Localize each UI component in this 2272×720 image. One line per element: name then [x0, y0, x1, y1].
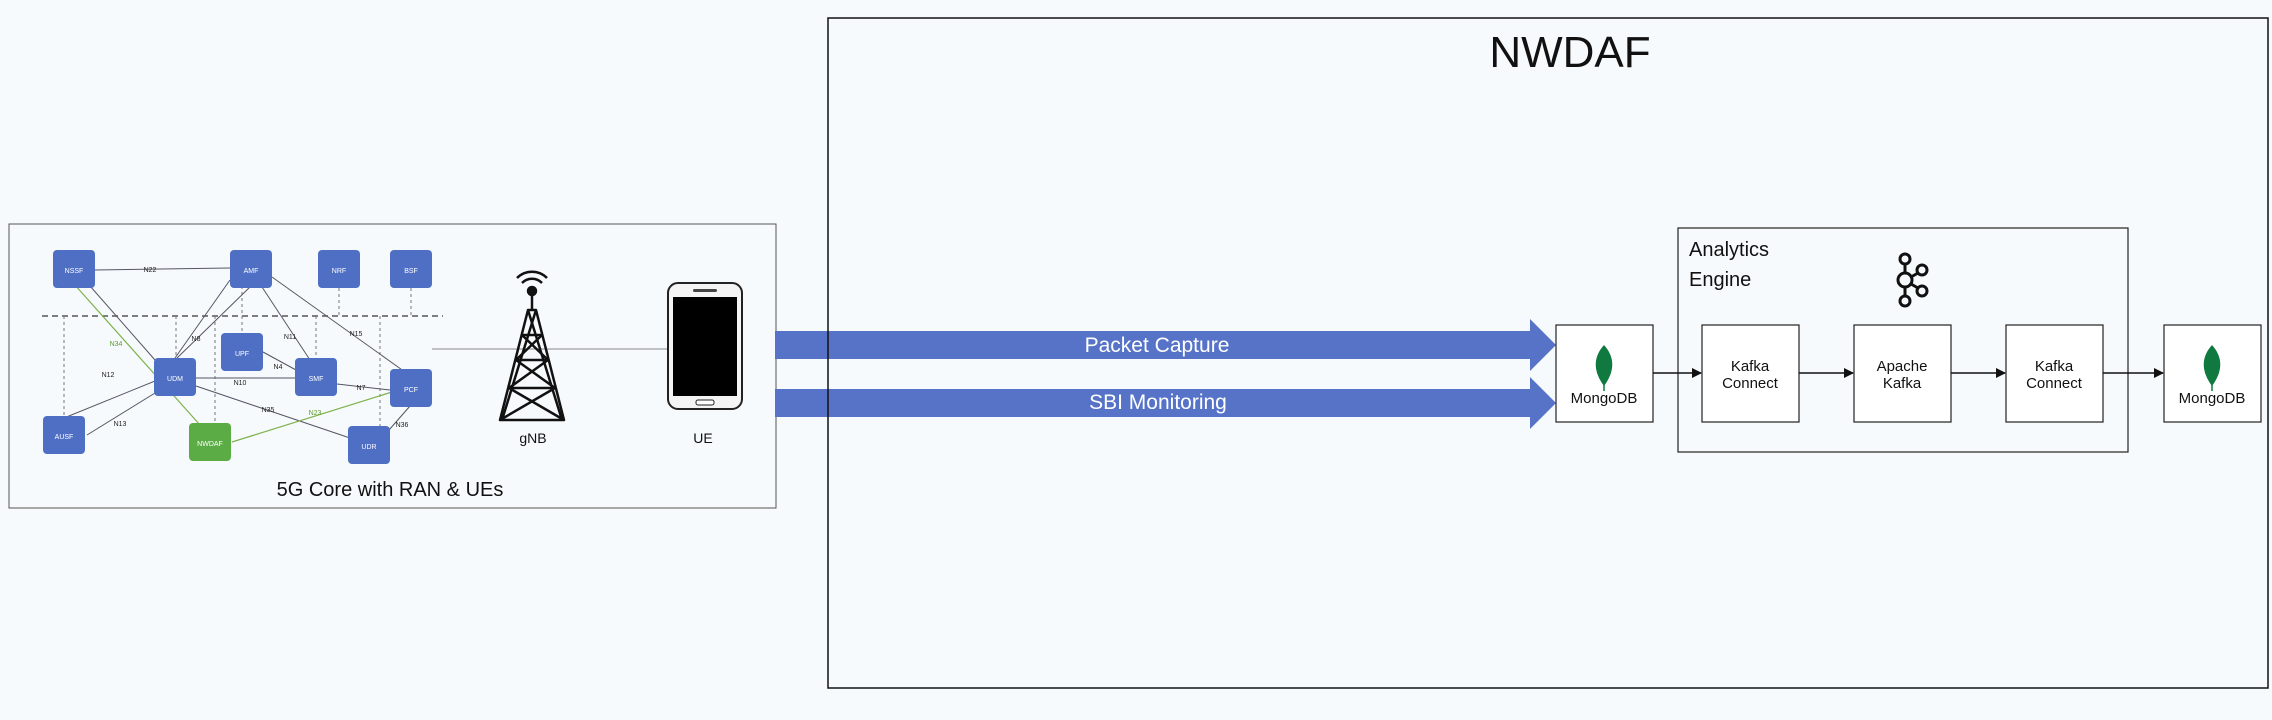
label-n23: N23 — [309, 410, 322, 417]
nf-nwdaf-label: NWDAF — [197, 441, 223, 448]
mongodb-leaf-icon — [1595, 345, 1613, 386]
core-links — [63, 267, 668, 439]
nf-udr[interactable]: UDR — [348, 426, 390, 464]
label-n22: N22 — [144, 267, 157, 274]
label-n13: N13 — [114, 421, 127, 428]
nwdaf-panel: NWDAF Analytics Engine MongoDB Kafka — [827, 17, 2269, 689]
link-n23 — [231, 391, 393, 443]
link-n11 — [261, 286, 311, 361]
nf-nrf[interactable]: NRF — [318, 250, 360, 288]
link-n13 — [86, 392, 156, 436]
nf-amf-label: AMF — [244, 268, 259, 275]
gnb-tower-icon — [498, 270, 566, 422]
core-panel: NSSF AMF NRF BSF UPF UDM SMF PCF — [8, 223, 777, 509]
kafka-connect-sink-label-1: Kafka — [2035, 358, 2074, 375]
label-n8: N8 — [192, 336, 201, 343]
sbi-monitoring-arrow — [775, 377, 1556, 429]
nf-ausf-label: AUSF — [55, 434, 74, 441]
apache-kafka-box[interactable]: Apache Kafka — [1853, 324, 1952, 423]
gnb-label: gNB — [519, 430, 546, 446]
nf-udm-label: UDM — [167, 376, 183, 383]
link-n12 — [63, 380, 156, 419]
label-n12: N12 — [102, 372, 115, 379]
core-panel-caption: 5G Core with RAN & UEs — [277, 479, 504, 501]
kafka-logo-icon — [1896, 252, 1929, 308]
analytics-engine-label-line2: Engine — [1689, 269, 1751, 291]
kafka-connect-source-label-1: Kafka — [1731, 358, 1770, 375]
core-dashed-verticals — [63, 280, 412, 428]
link-amf-udm — [174, 279, 231, 359]
nwdaf-title: NWDAF — [1489, 28, 1650, 77]
core-nwdaf-links — [73, 283, 393, 443]
link-n22 — [94, 267, 231, 271]
nf-bsf-label: BSF — [404, 268, 418, 275]
nf-udr-label: UDR — [361, 444, 376, 451]
nf-bsf[interactable]: BSF — [390, 250, 432, 288]
apache-kafka-label-2: Kafka — [1883, 375, 1922, 392]
mongodb-output-leaf-icon — [2203, 345, 2221, 386]
nf-nssf-label: NSSF — [65, 268, 84, 275]
ue-phone-icon — [667, 282, 743, 410]
kafka-connect-sink-label-2: Connect — [2026, 375, 2083, 392]
nf-upf[interactable]: UPF — [221, 333, 263, 371]
mongodb-output-label: MongoDB — [2179, 390, 2246, 407]
mongodb-ingest-box[interactable]: MongoDB — [1555, 324, 1654, 423]
nf-smf-label: SMF — [309, 376, 324, 383]
mongodb-ingest-label: MongoDB — [1571, 390, 1638, 407]
nf-upf-label: UPF — [235, 351, 249, 358]
flow-arrows: Packet Capture SBI Monitoring — [775, 319, 1556, 429]
label-n11: N11 — [284, 334, 296, 341]
packet-capture-label: Packet Capture — [1085, 334, 1230, 357]
nf-nrf-label: NRF — [332, 268, 346, 275]
label-n15: N15 — [350, 331, 363, 338]
analytics-engine-box — [1677, 227, 2129, 453]
packet-capture-arrow — [775, 319, 1556, 371]
link-n8 — [174, 286, 251, 361]
label-n7: N7 — [357, 385, 366, 392]
analytics-engine-label-line1: Analytics — [1689, 239, 1769, 261]
kafka-connect-sink-box[interactable]: Kafka Connect — [2005, 324, 2104, 423]
link-n15 — [271, 276, 406, 373]
link-n35 — [195, 385, 351, 439]
nf-pcf-label: PCF — [404, 387, 418, 394]
link-n36 — [388, 405, 411, 431]
label-n10: N10 — [234, 380, 247, 387]
nf-nssf[interactable]: NSSF — [53, 250, 95, 288]
nf-ausf[interactable]: AUSF — [43, 416, 85, 454]
nf-nwdaf[interactable]: NWDAF — [189, 423, 231, 461]
label-n34: N34 — [110, 341, 123, 348]
link-n4 — [262, 351, 297, 371]
nf-smf[interactable]: SMF — [295, 358, 337, 396]
nf-amf[interactable]: AMF — [230, 250, 272, 288]
interface-labels: N22 N8 N11 N15 N34 N12 N4 N10 N7 N13 N35… — [102, 267, 409, 429]
sbi-monitoring-label: SBI Monitoring — [1089, 391, 1227, 414]
kafka-connect-source-box[interactable]: Kafka Connect — [1701, 324, 1800, 423]
link-n7 — [336, 383, 391, 391]
nf-pcf[interactable]: PCF — [390, 369, 432, 407]
label-n36: N36 — [396, 422, 409, 429]
link-n34 — [73, 283, 201, 426]
mongodb-output-box[interactable]: MongoDB — [2163, 324, 2262, 423]
link-nssf-upf — [89, 285, 156, 361]
ue-label: UE — [693, 430, 712, 446]
apache-kafka-label-1: Apache — [1877, 358, 1928, 375]
kafka-connect-source-label-2: Connect — [1722, 375, 1779, 392]
label-n4: N4 — [274, 364, 283, 371]
nwdaf-panel-frame — [827, 17, 2269, 689]
label-n35: N35 — [262, 407, 275, 414]
nf-udm[interactable]: UDM — [154, 358, 196, 396]
